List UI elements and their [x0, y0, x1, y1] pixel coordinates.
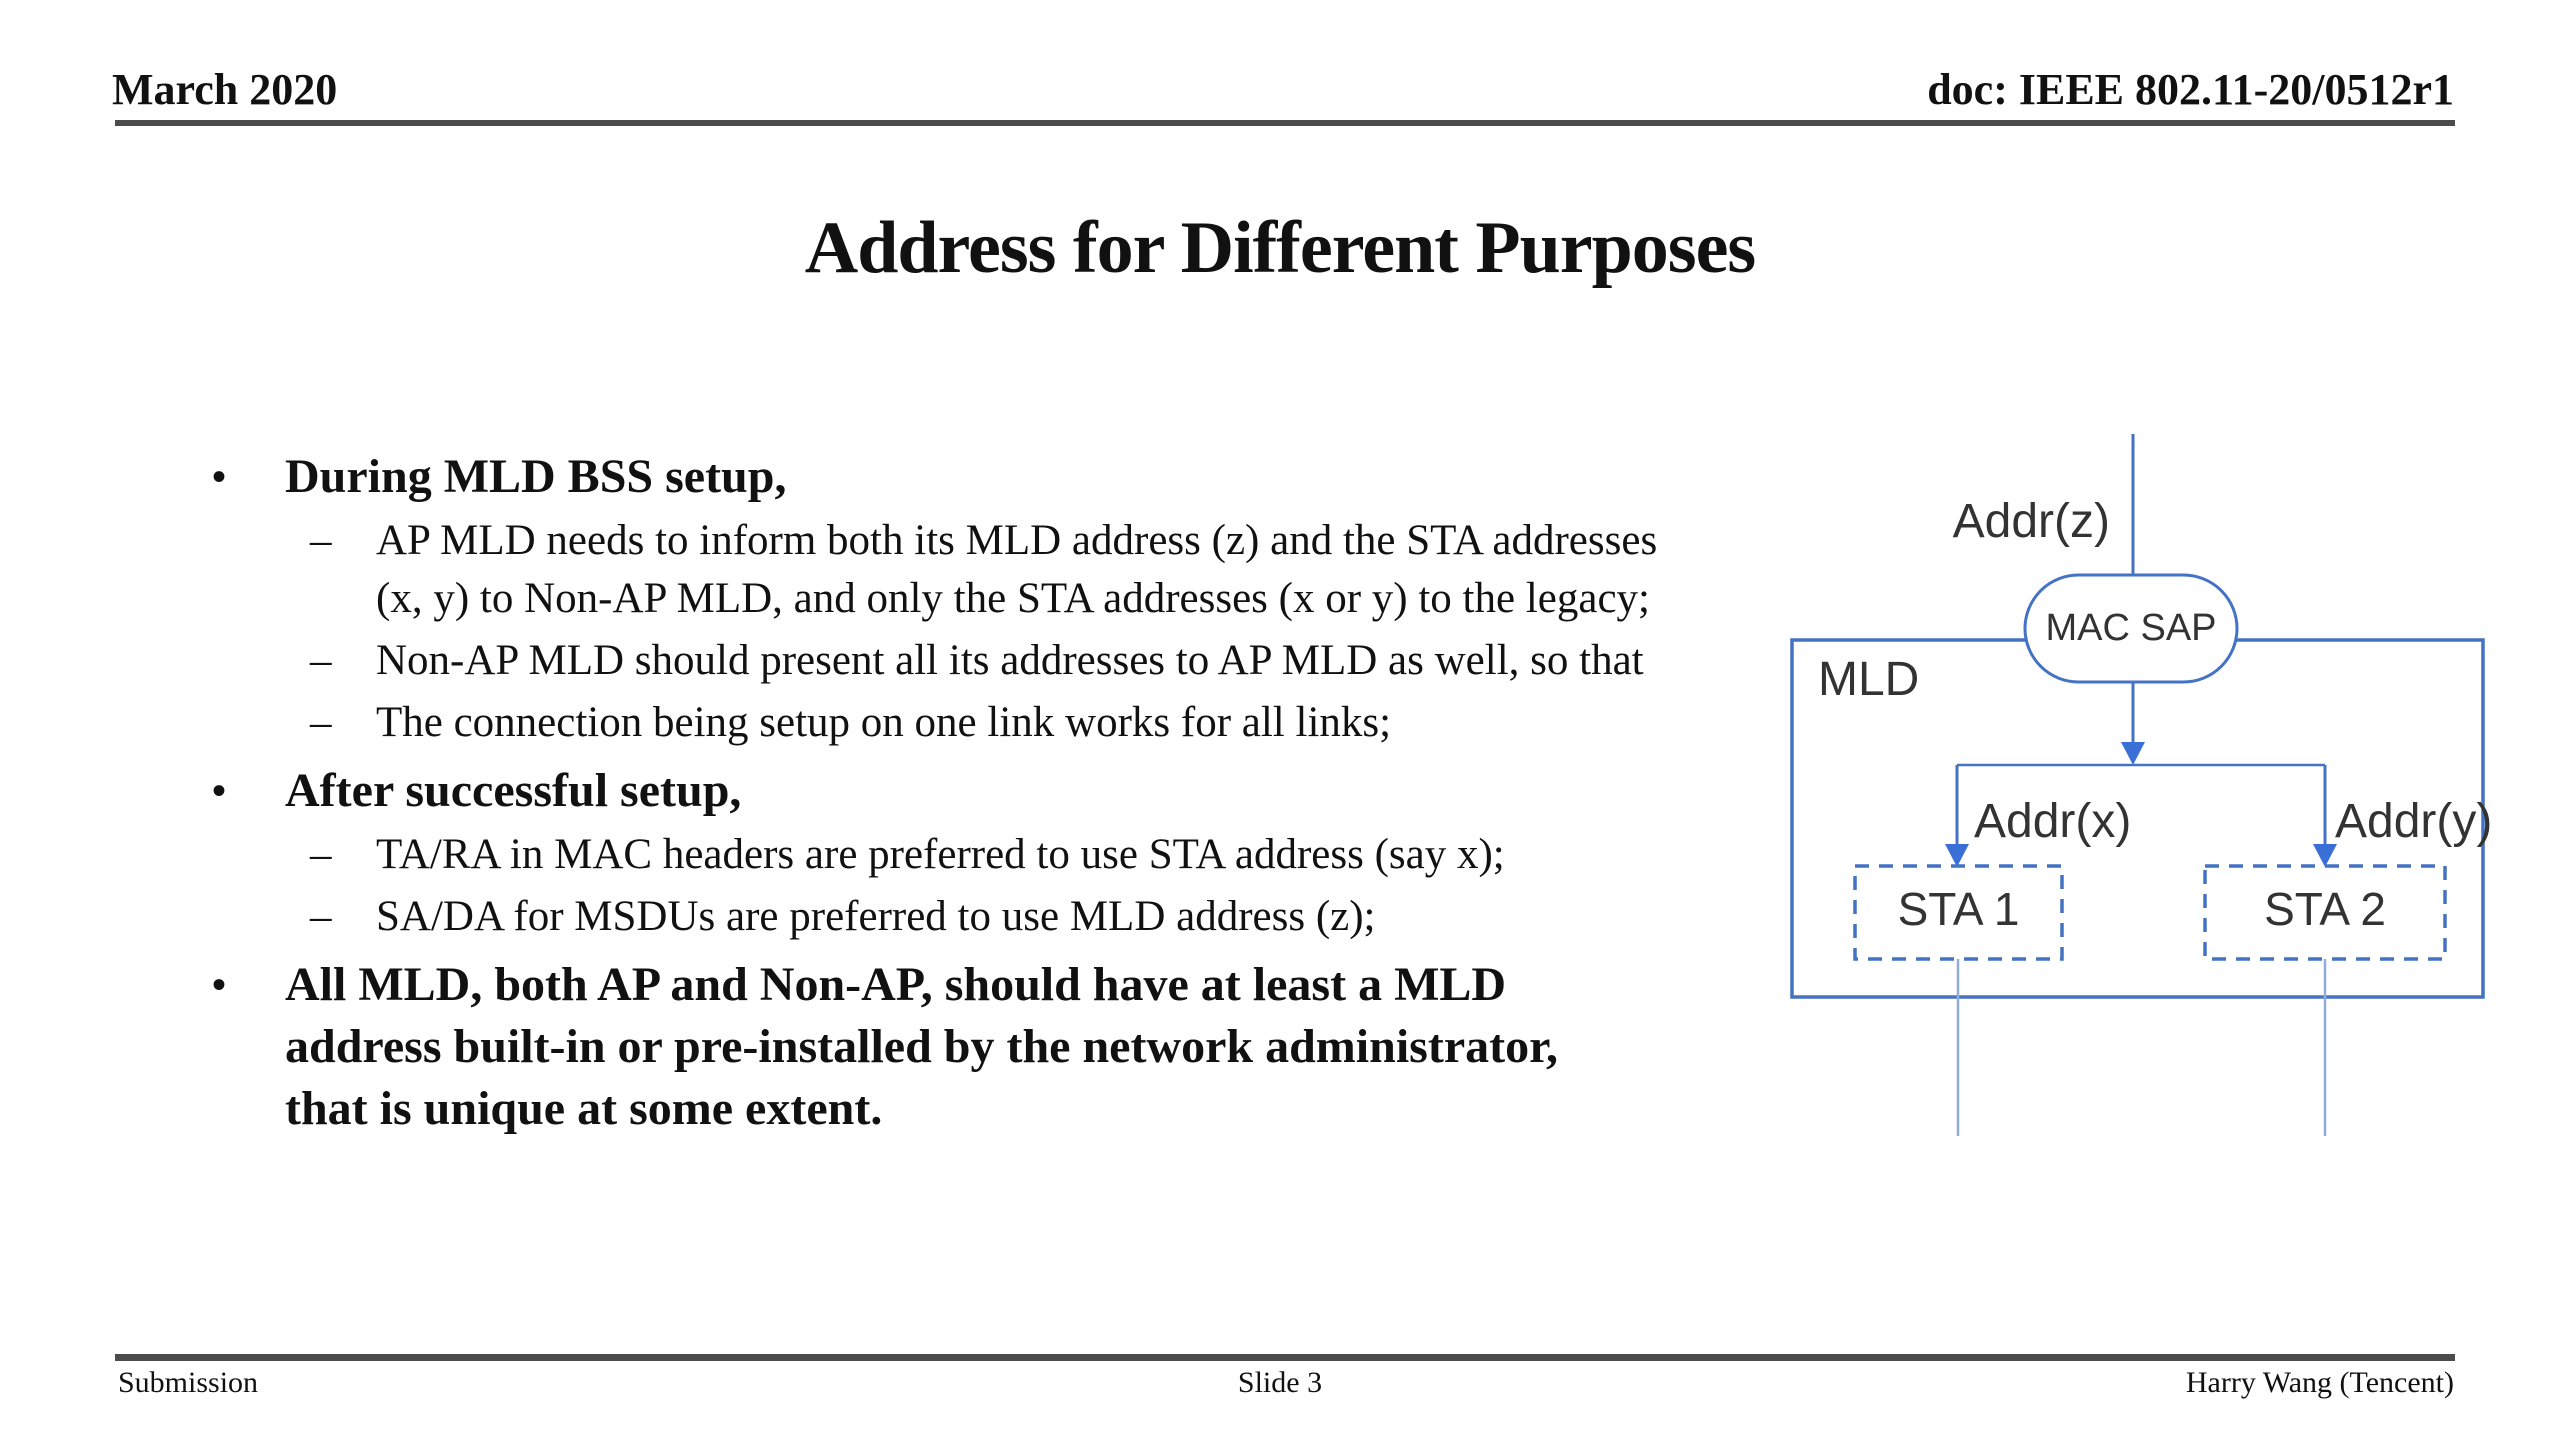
list-item: – Non-AP MLD should present all its addr… [212, 632, 1772, 690]
label-sta1: STA 1 [1897, 883, 2020, 935]
list-item: – AP MLD needs to inform both its MLD ad… [212, 512, 1772, 628]
bullet-list: • During MLD BSS setup, – AP MLD needs t… [212, 438, 1772, 1140]
bullet-text: After successful setup, [285, 764, 742, 817]
list-item: • After successful setup, [212, 760, 1772, 822]
label-sta2: STA 2 [2264, 883, 2386, 935]
bullet-text: TA/RA in MAC headers are preferred to us… [376, 831, 1505, 878]
label-addr-y: Addr(y) [2335, 795, 2493, 848]
label-addr-z: Addr(z) [1952, 495, 2110, 548]
dash-icon: – [310, 517, 332, 564]
label-mld: MLD [1818, 653, 1920, 706]
header-date: March 2020 [112, 65, 338, 114]
mld-address-diagram: Addr(z) MAC SAP MLD Addr(x) Addr(y) STA … [1750, 380, 2560, 1190]
footer-rule [115, 1354, 2455, 1361]
bullet-text: The connection being setup on one link w… [376, 699, 1392, 746]
bullet-text: AP MLD needs to inform both its MLD addr… [376, 517, 1658, 622]
sta1-box [1853, 864, 2064, 961]
bullet-icon: • [212, 454, 227, 499]
dash-icon: – [310, 831, 332, 878]
footer-author: Harry Wang (Tencent) [2185, 1366, 2454, 1399]
sta2-box [2203, 864, 2447, 961]
bullet-text: During MLD BSS setup, [285, 450, 787, 503]
bullet-text: All MLD, both AP and Non-AP, should have… [285, 958, 1559, 1135]
diagram-canvas [1790, 434, 2485, 1136]
dash-icon: – [310, 699, 332, 746]
label-mac-sap: MAC SAP [2045, 607, 2217, 649]
footer-submission: Submission [118, 1366, 259, 1399]
list-item: • All MLD, both AP and Non-AP, should ha… [212, 954, 1772, 1140]
mac-sap-shape [2023, 573, 2239, 684]
list-item: – SA/DA for MSDUs are preferred to use M… [212, 888, 1772, 946]
list-item: – TA/RA in MAC headers are preferred to … [212, 826, 1772, 884]
page-title: Address for Different Purposes [804, 207, 1756, 289]
header-rule [115, 120, 2455, 126]
list-item: • During MLD BSS setup, [212, 446, 1772, 508]
footer-slide-number: Slide 3 [1237, 1366, 1323, 1399]
bullet-icon: • [212, 962, 227, 1007]
header-doc-number: doc: IEEE 802.11-20/0512r1 [1927, 65, 2454, 114]
list-item: – The connection being setup on one link… [212, 694, 1772, 752]
sap-down-arrowhead-icon [2121, 742, 2145, 765]
bullet-text: Non-AP MLD should present all its addres… [376, 637, 1644, 684]
dash-icon: – [310, 893, 332, 940]
addr-y-arrowhead-icon [2313, 844, 2337, 867]
addr-x-arrowhead-icon [1945, 844, 1969, 867]
label-addr-x: Addr(x) [1974, 795, 2132, 848]
dash-icon: – [310, 637, 332, 684]
bullet-icon: • [212, 768, 227, 813]
bullet-text: SA/DA for MSDUs are preferred to use MLD… [376, 893, 1376, 940]
